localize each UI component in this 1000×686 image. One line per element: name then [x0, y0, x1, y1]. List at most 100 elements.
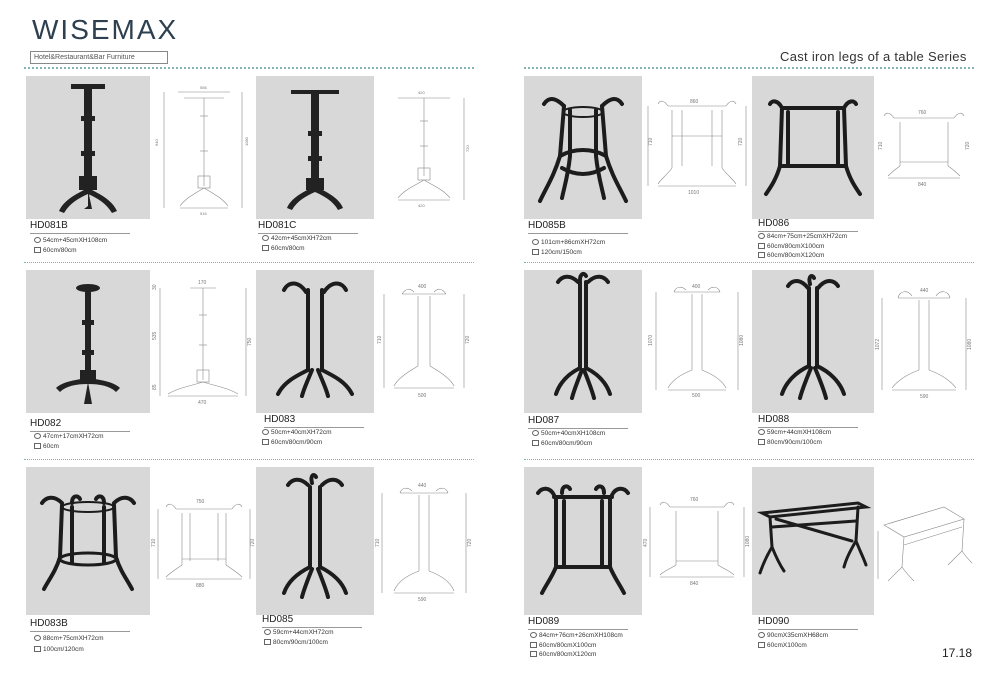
dim-h1: 1070: [648, 335, 654, 346]
dim-bottom: 840: [690, 581, 699, 587]
product-photo-hd083: [256, 270, 374, 413]
spec-top: 60cm/80cmX120cm: [758, 251, 824, 260]
code-underline: [30, 631, 130, 632]
dim-h2: 720: [965, 141, 971, 150]
product-photo-hd087: [524, 270, 642, 413]
table-top-icon: [264, 639, 271, 645]
table-top-icon: [758, 642, 765, 648]
product-photo-hd089: [524, 467, 642, 615]
product-code: HD081B: [30, 220, 68, 231]
dim-h2: 720: [465, 335, 471, 344]
spec-top: 100cm/120cm: [34, 645, 84, 654]
product-photo-hd082: [26, 270, 150, 413]
table-top-icon: [758, 252, 765, 258]
size-icon: [34, 635, 41, 641]
dim-top: 420: [418, 90, 425, 95]
technical-drawing-hd089: 760 470 1080 840: [642, 467, 752, 615]
brand-logo: WISEMAX: [32, 14, 179, 45]
spec-size: 42cm+45cmXH72cm: [262, 234, 332, 243]
dim-h2: 1080: [967, 339, 973, 350]
row-divider: [24, 262, 474, 263]
code-underline: [758, 427, 858, 428]
dim-bottom: 500: [418, 393, 427, 399]
table-top-icon: [530, 642, 537, 648]
dim-top: 400: [418, 284, 427, 290]
row-divider: [24, 459, 474, 460]
dim-h2: 720: [738, 137, 744, 146]
table-top-icon: [34, 443, 41, 449]
table-top-icon: [758, 243, 765, 249]
product-code: HD083B: [30, 618, 68, 629]
code-underline: [758, 231, 858, 232]
dim-top: 400: [692, 284, 701, 290]
table-top-icon: [262, 439, 269, 445]
spec-top: 80cm/90cm/100cm: [758, 438, 822, 447]
size-icon: [262, 429, 269, 435]
product-photo-hd090: [752, 467, 874, 615]
dim-bottom: 590: [418, 597, 427, 603]
spec-size: 59cm+44cmXH72cm: [264, 628, 334, 637]
spec-top: 60cm/80cmX120cm: [530, 650, 596, 659]
dim-h2: 1080: [739, 335, 745, 346]
dim-top: 750: [196, 499, 205, 505]
size-icon: [34, 237, 41, 243]
code-underline: [30, 233, 130, 234]
technical-drawing-hd082: 170 30 535 750 85 470: [150, 270, 256, 413]
technical-drawing-hd090: [874, 467, 974, 615]
spec-top: 60cm/80cm/90cm: [262, 438, 322, 447]
dim-bottom: 840: [918, 182, 927, 188]
size-icon: [532, 430, 539, 436]
spec-size: 59cm+44cmXH108cm: [758, 428, 831, 437]
dim-top: 556: [200, 85, 207, 90]
technical-drawing-hd087: 400 1070 1080 500: [642, 270, 752, 413]
header-divider-right: [524, 67, 974, 69]
series-title: Cast iron legs of a table Series: [780, 49, 967, 64]
spec-top: 60cm/80cm/90cm: [532, 439, 592, 448]
spec-size: 47cm+17cmXH72cm: [34, 432, 104, 441]
technical-drawing-hd083: 400 710 720 500: [374, 270, 474, 413]
dim-top: 760: [690, 497, 699, 503]
spec-top: 60cm/80cm: [262, 244, 305, 253]
dim-h2: 720: [250, 538, 256, 547]
dim-bottom: 420: [418, 203, 425, 208]
dim-bottom: 590: [920, 394, 929, 400]
table-top-icon: [34, 646, 41, 652]
technical-drawing-hd085: 440 710 720 590: [374, 467, 474, 615]
technical-drawing-hd085b: 860 710 720 1010: [642, 76, 752, 219]
dim-bottom: 880: [196, 583, 205, 589]
product-code: HD085B: [528, 220, 566, 231]
product-code: HD088: [758, 414, 790, 425]
dim-h2: 1080: [244, 136, 249, 146]
product-code: HD083: [264, 414, 296, 425]
dim-h1: 710: [648, 137, 654, 146]
dim-bottom: 500: [692, 393, 701, 399]
product-photo-hd083b: [26, 467, 150, 615]
size-icon: [532, 239, 539, 245]
code-underline: [258, 233, 358, 234]
product-photo-hd085: [256, 467, 374, 615]
technical-drawing-hd088: 440 1072 1080 590: [874, 270, 974, 413]
dim-h1: 30: [152, 284, 158, 290]
dim-h1: 710: [878, 141, 884, 150]
dim-h: 720: [465, 145, 470, 152]
table-top-icon: [34, 247, 41, 253]
spec-top: 80cm/90cm/100cm: [264, 638, 328, 647]
technical-drawing-hd081c: 420 720 420: [374, 76, 474, 219]
product-code: HD085: [262, 614, 294, 625]
product-code: HD082: [30, 418, 62, 429]
table-top-icon: [758, 439, 765, 445]
product-code: HD087: [528, 415, 560, 426]
table-top-icon: [262, 245, 269, 251]
dim-h1: 1072: [875, 339, 881, 350]
table-top-icon: [532, 249, 539, 255]
dim-h4: 85: [152, 384, 158, 390]
code-underline: [30, 431, 130, 432]
product-photo-hd086: [752, 76, 874, 219]
code-underline: [758, 629, 858, 630]
dim-top: 860: [690, 99, 699, 105]
spec-size: 90cmX35cmXH68cm: [758, 631, 828, 640]
spec-top: 60cmX100cm: [758, 641, 807, 650]
code-underline: [264, 427, 364, 428]
product-photo-hd081b: [26, 76, 150, 219]
dim-bottom: 516: [200, 211, 207, 216]
